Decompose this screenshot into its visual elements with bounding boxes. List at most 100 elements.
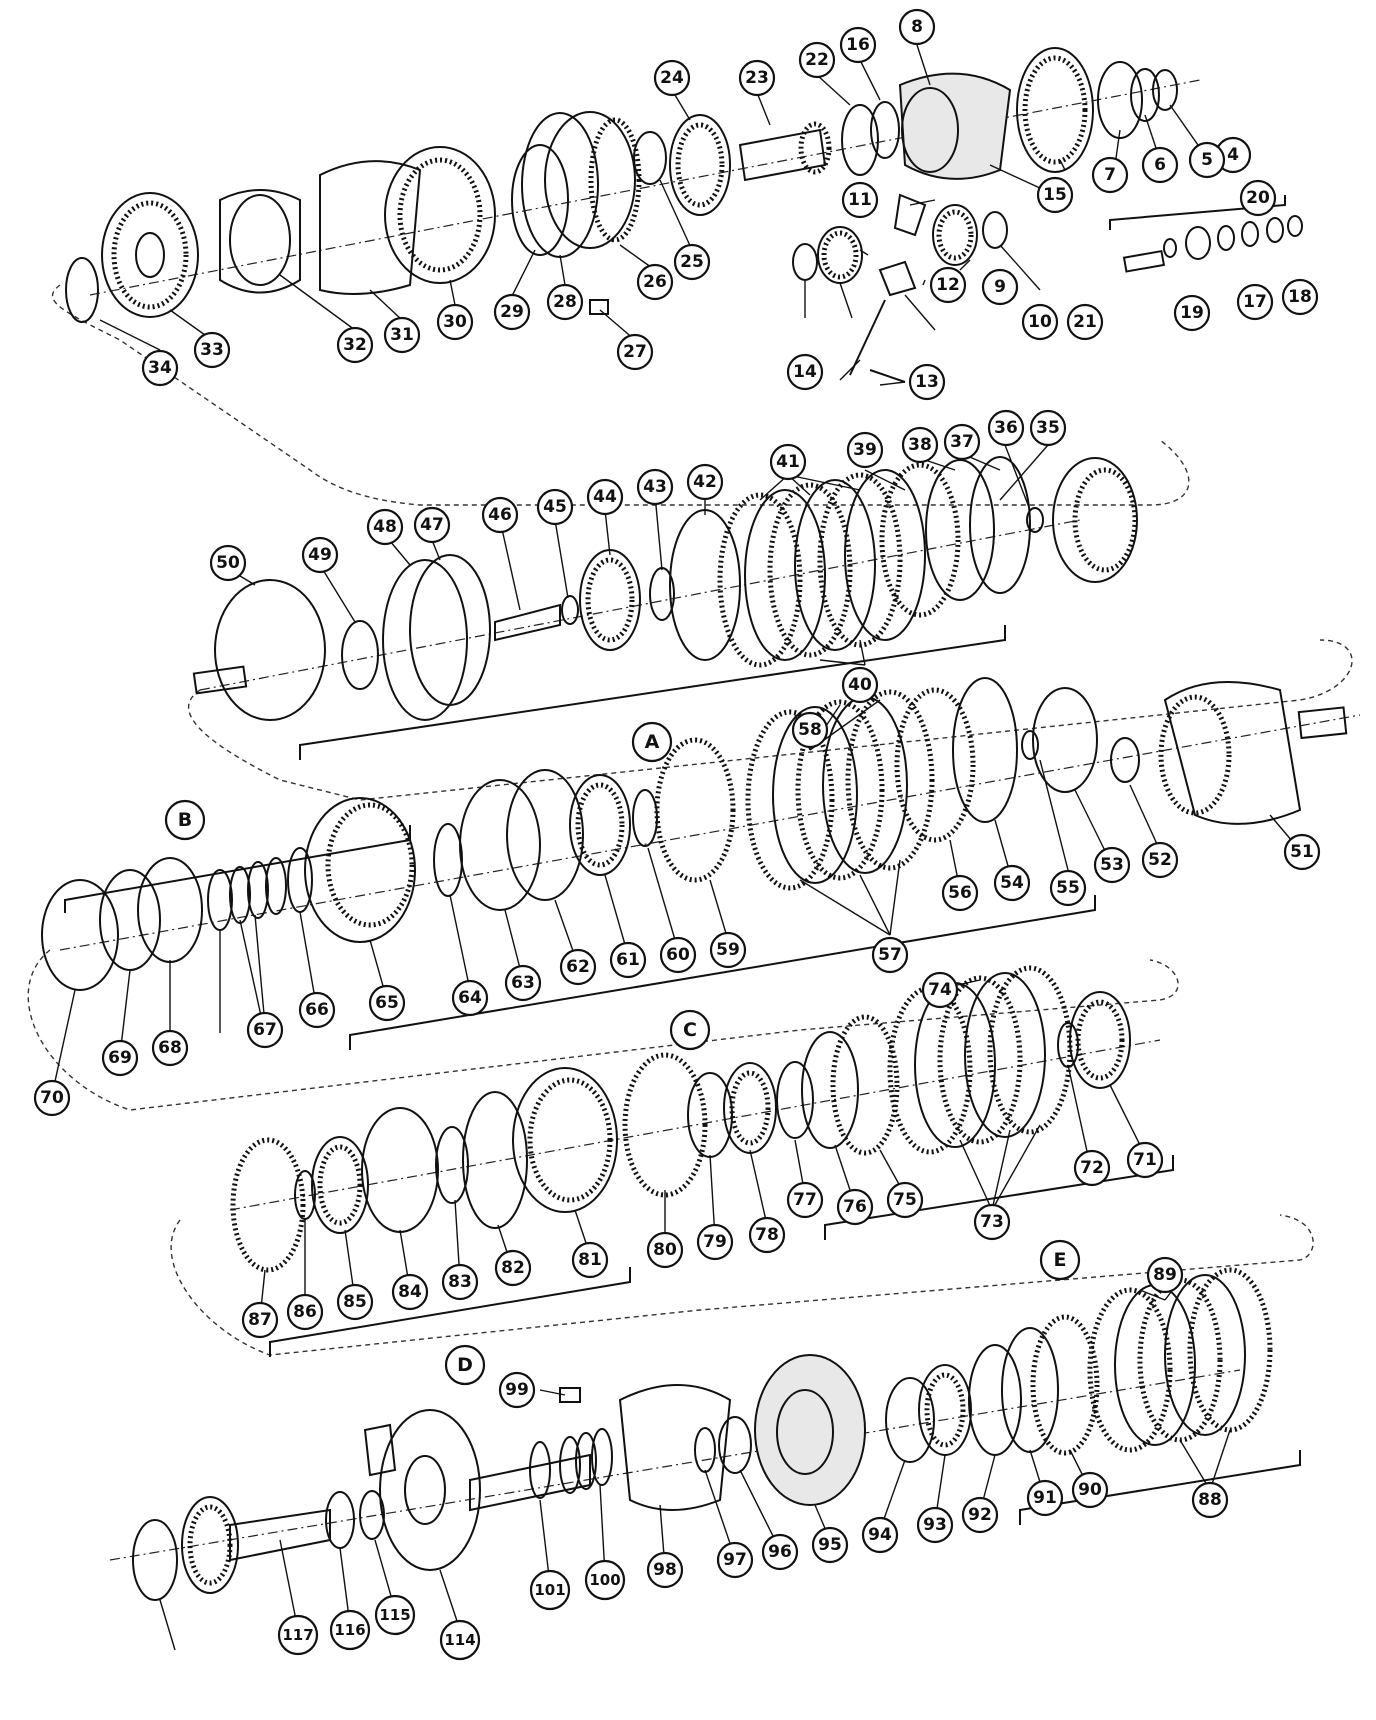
part-16 [870, 101, 900, 159]
svg-text:29: 29 [500, 302, 524, 322]
svg-text:76: 76 [843, 1197, 867, 1217]
part-17-lower [1217, 225, 1235, 251]
svg-text:49: 49 [308, 545, 332, 565]
callout-63: 63 [504, 964, 542, 1002]
callout-56: 56 [941, 874, 979, 912]
part-95 [718, 1416, 752, 1474]
callout-96: 96 [761, 1533, 799, 1571]
part-38 [925, 459, 995, 601]
svg-text:52: 52 [1148, 850, 1172, 870]
svg-text:28: 28 [553, 292, 577, 312]
svg-text:48: 48 [373, 517, 397, 537]
svg-text:A: A [645, 731, 660, 753]
callout-81: 81 [571, 1241, 609, 1279]
callout-36: 36 [987, 409, 1025, 447]
part-79 [622, 1052, 708, 1198]
callout-100: 100 [584, 1559, 626, 1601]
callout-73: 73 [973, 1203, 1011, 1241]
svg-text:C: C [683, 1019, 697, 1041]
group-label-C: C [669, 1009, 711, 1051]
group-label-E: E [1039, 1239, 1081, 1281]
svg-text:42: 42 [693, 472, 717, 492]
svg-text:18: 18 [1288, 287, 1312, 307]
part-53 [1032, 687, 1098, 793]
callout-46: 46 [481, 496, 519, 534]
callout-99: 99 [498, 1371, 536, 1409]
part-23 [738, 128, 827, 182]
part-11-bottom [878, 260, 917, 297]
axis-row4 [229, 1039, 1161, 1211]
part-68 [99, 869, 161, 971]
svg-text:88: 88 [1198, 1490, 1222, 1510]
svg-text:69: 69 [108, 1048, 132, 1068]
svg-text:75: 75 [893, 1190, 917, 1210]
svg-text:7: 7 [1104, 165, 1116, 185]
svg-text:12: 12 [936, 275, 960, 295]
part-32-face [229, 194, 291, 286]
svg-text:20: 20 [1246, 188, 1270, 208]
part-93 [885, 1377, 935, 1463]
part-64 [304, 797, 416, 943]
callout-40: 40 [841, 666, 879, 704]
callout-20: 20 [1239, 179, 1277, 217]
part-37 [969, 456, 1031, 594]
part-94-face [776, 1389, 834, 1475]
part-88-87-plates [1087, 1267, 1273, 1453]
svg-text:64: 64 [458, 988, 482, 1008]
part-77-teeth [729, 1070, 771, 1146]
part-5 [1130, 68, 1160, 122]
axis-row5 [109, 1369, 1241, 1561]
part-30 [384, 146, 496, 284]
part-7-teeth [1022, 55, 1088, 165]
callout-41: 41 [769, 443, 807, 481]
svg-text:22: 22 [805, 50, 829, 70]
svg-text:94: 94 [868, 1525, 892, 1545]
callout-84: 84 [391, 1273, 429, 1311]
part-54 [952, 677, 1018, 823]
part-29 [511, 144, 569, 256]
part-97 [618, 1384, 732, 1511]
part-80-teeth [527, 1077, 613, 1203]
part-33-hub [135, 232, 165, 278]
part-116 [229, 1508, 331, 1562]
part-84-teeth [317, 1144, 363, 1226]
svg-text:93: 93 [923, 1515, 947, 1535]
part-28 [521, 112, 599, 258]
axis-row3 [59, 714, 1361, 951]
svg-text:65: 65 [375, 993, 399, 1013]
callout-54: 54 [993, 864, 1031, 902]
callout-69: 69 [101, 1039, 139, 1077]
callout-7: 7 [1091, 156, 1129, 194]
callout-70: 70 [33, 1079, 71, 1117]
svg-text:71: 71 [1133, 1150, 1157, 1170]
part-26-teeth [588, 117, 642, 243]
part-70 [1069, 991, 1131, 1089]
part-47 [409, 554, 491, 706]
part-69 [41, 879, 119, 991]
part-35-teeth [1072, 467, 1138, 573]
svg-text:99: 99 [505, 1380, 529, 1400]
part-10-right [982, 211, 1008, 249]
part-92-teeth [924, 1372, 966, 1448]
callout-12: 12 [929, 266, 967, 304]
svg-text:9: 9 [994, 277, 1006, 297]
group-label-D: D [444, 1344, 486, 1386]
callout-14: 14 [786, 353, 824, 391]
svg-text:B: B [178, 809, 192, 831]
part-25 [633, 131, 667, 185]
svg-text:55: 55 [1056, 878, 1080, 898]
callout-76: 76 [836, 1188, 874, 1226]
svg-text:97: 97 [723, 1550, 747, 1570]
part-60-teeth [575, 782, 625, 868]
callout-85: 85 [336, 1283, 374, 1321]
svg-text:19: 19 [1180, 303, 1204, 323]
callout-23: 23 [738, 59, 776, 97]
svg-text:114: 114 [444, 1631, 475, 1649]
svg-text:72: 72 [1080, 1158, 1104, 1178]
callout-10: 10 [1021, 303, 1059, 341]
callout-9: 9 [981, 268, 1019, 306]
part-33 [101, 192, 199, 318]
group-outline-row2 [187, 639, 1353, 801]
part-94 [754, 1354, 866, 1506]
part-73-72-plates [887, 965, 1073, 1155]
